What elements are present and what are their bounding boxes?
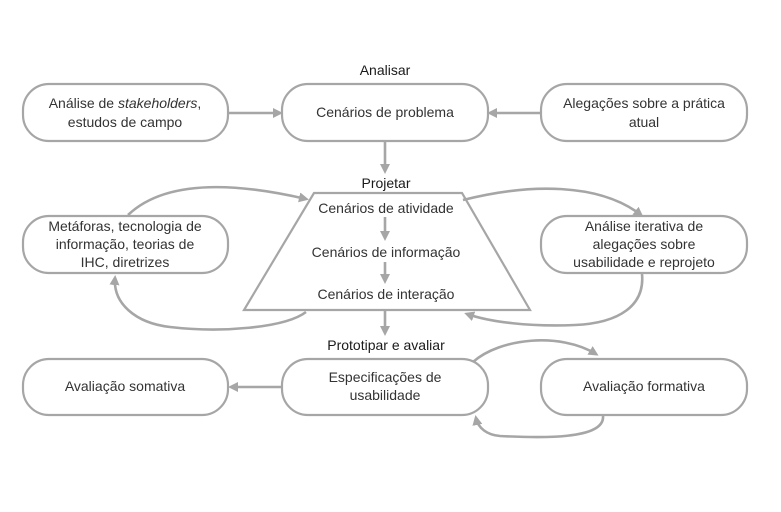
node-iterative-analysis-line1: Análise iterativa de: [585, 218, 704, 234]
node-metaphors-line2: informação, teorias de: [56, 236, 195, 252]
node-usability-specifications-line2: usabilidade: [350, 387, 421, 403]
arrow-interaction-to-metaphors: [109, 275, 307, 331]
node-formative-evaluation: Avaliação formativa: [539, 357, 749, 417]
node-problem-scenarios: Cenários de problema: [280, 82, 490, 143]
node-metaphors-line1: Metáforas, tecnologia de: [48, 218, 202, 234]
arrow-metaphors-to-activity: [127, 185, 309, 216]
node-metaphors-line3: IHC, diretrizes: [81, 254, 170, 270]
arrow-formative-to-specs: [472, 415, 605, 439]
node-usability-specifications: Especificações de usabilidade: [280, 357, 490, 417]
node-problem-scenarios-label: Cenários de problema: [316, 104, 454, 120]
node-claims-current-practice-line1: Alegações sobre a prática: [563, 95, 725, 111]
arrow-specs-to-formative: [472, 339, 599, 363]
node-usability-specifications-line1: Especificações de: [329, 369, 442, 385]
node-summative-evaluation-label: Avaliação somativa: [65, 378, 186, 394]
node-interaction-scenarios: Cenários de interação: [318, 286, 455, 302]
arrow-activity-to-iterative-analysis: [462, 187, 644, 217]
node-iterative-analysis-line2: alegações sobre: [593, 236, 696, 252]
node-metaphors-theories: Metáforas, tecnologia de informação, teo…: [21, 214, 230, 275]
node-claims-current-practice: Alegações sobre a prática atual: [539, 82, 749, 143]
node-formative-evaluation-label: Avaliação formativa: [583, 378, 705, 394]
node-claims-current-practice-line2: atual: [629, 114, 659, 130]
section-title-prototype: Prototipar e avaliar: [327, 337, 445, 353]
node-stakeholder-analysis: Análise de stakeholders, estudos de camp…: [21, 82, 230, 143]
arrow-iterative-analysis-to-interaction: [464, 273, 644, 327]
node-summative-evaluation: Avaliação somativa: [21, 357, 230, 417]
section-title-analyze: Analisar: [360, 62, 411, 78]
node-stakeholder-analysis-line2: estudos de campo: [68, 114, 183, 130]
node-iterative-analysis: Análise iterativa de alegações sobre usa…: [539, 214, 749, 275]
node-iterative-analysis-line3: usabilidade e reprojeto: [573, 254, 715, 270]
section-title-design: Projetar: [361, 175, 410, 191]
node-stakeholder-analysis-line1: Análise de stakeholders,: [49, 95, 202, 111]
node-activity-scenarios: Cenários de atividade: [318, 200, 454, 216]
node-information-scenarios: Cenários de informação: [312, 244, 461, 260]
node-design-trapezoid: Cenários de atividade Cenários de inform…: [242, 191, 532, 312]
